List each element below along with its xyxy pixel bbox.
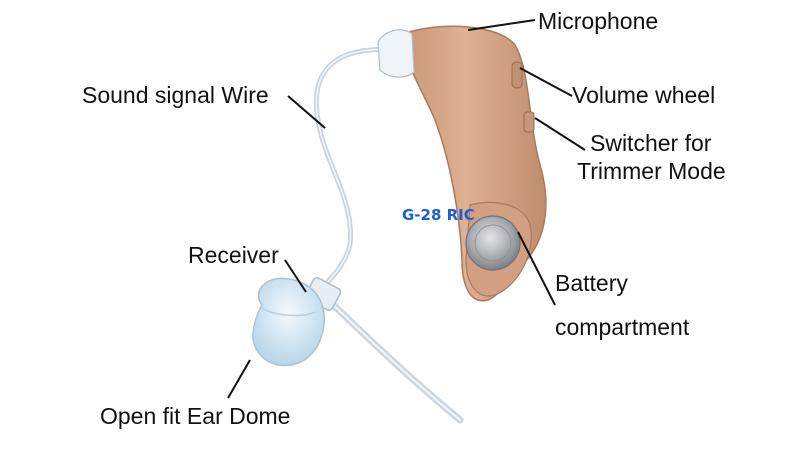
pointer-wire xyxy=(287,95,326,129)
label-ear-dome: Open fit Ear Dome xyxy=(100,403,291,429)
pointer-volume xyxy=(519,67,573,97)
pointer-switcher xyxy=(534,117,586,151)
ear-dome xyxy=(252,277,325,367)
model-name: G-28 RIC xyxy=(402,206,475,224)
switcher-shape xyxy=(523,111,535,133)
sound-wire-tube xyxy=(313,46,398,293)
label-microphone: Microphone xyxy=(538,8,659,34)
label-battery-line2: compartment xyxy=(555,314,690,340)
pointer-receiver xyxy=(284,259,307,293)
retention-tube-highlight xyxy=(327,299,461,421)
microphone-tip xyxy=(377,29,415,78)
label-switcher-line2: Trimmer Mode xyxy=(577,158,726,184)
pointer-battery xyxy=(517,231,556,306)
sound-wire-highlight xyxy=(315,48,396,291)
label-volume-wheel: Volume wheel xyxy=(572,82,716,108)
label-switcher-line1: Switcher for xyxy=(590,130,712,156)
ear-dome-rim xyxy=(261,307,317,317)
label-sound-wire: Sound signal Wire xyxy=(82,82,269,108)
volume-wheel-shape xyxy=(511,61,523,89)
label-battery-line1: Battery xyxy=(555,270,628,296)
label-receiver: Receiver xyxy=(188,242,279,268)
battery-cell xyxy=(465,215,521,271)
pointer-dome xyxy=(227,359,251,399)
battery-cell-inner xyxy=(474,224,512,262)
pointer-microphone xyxy=(467,19,536,31)
